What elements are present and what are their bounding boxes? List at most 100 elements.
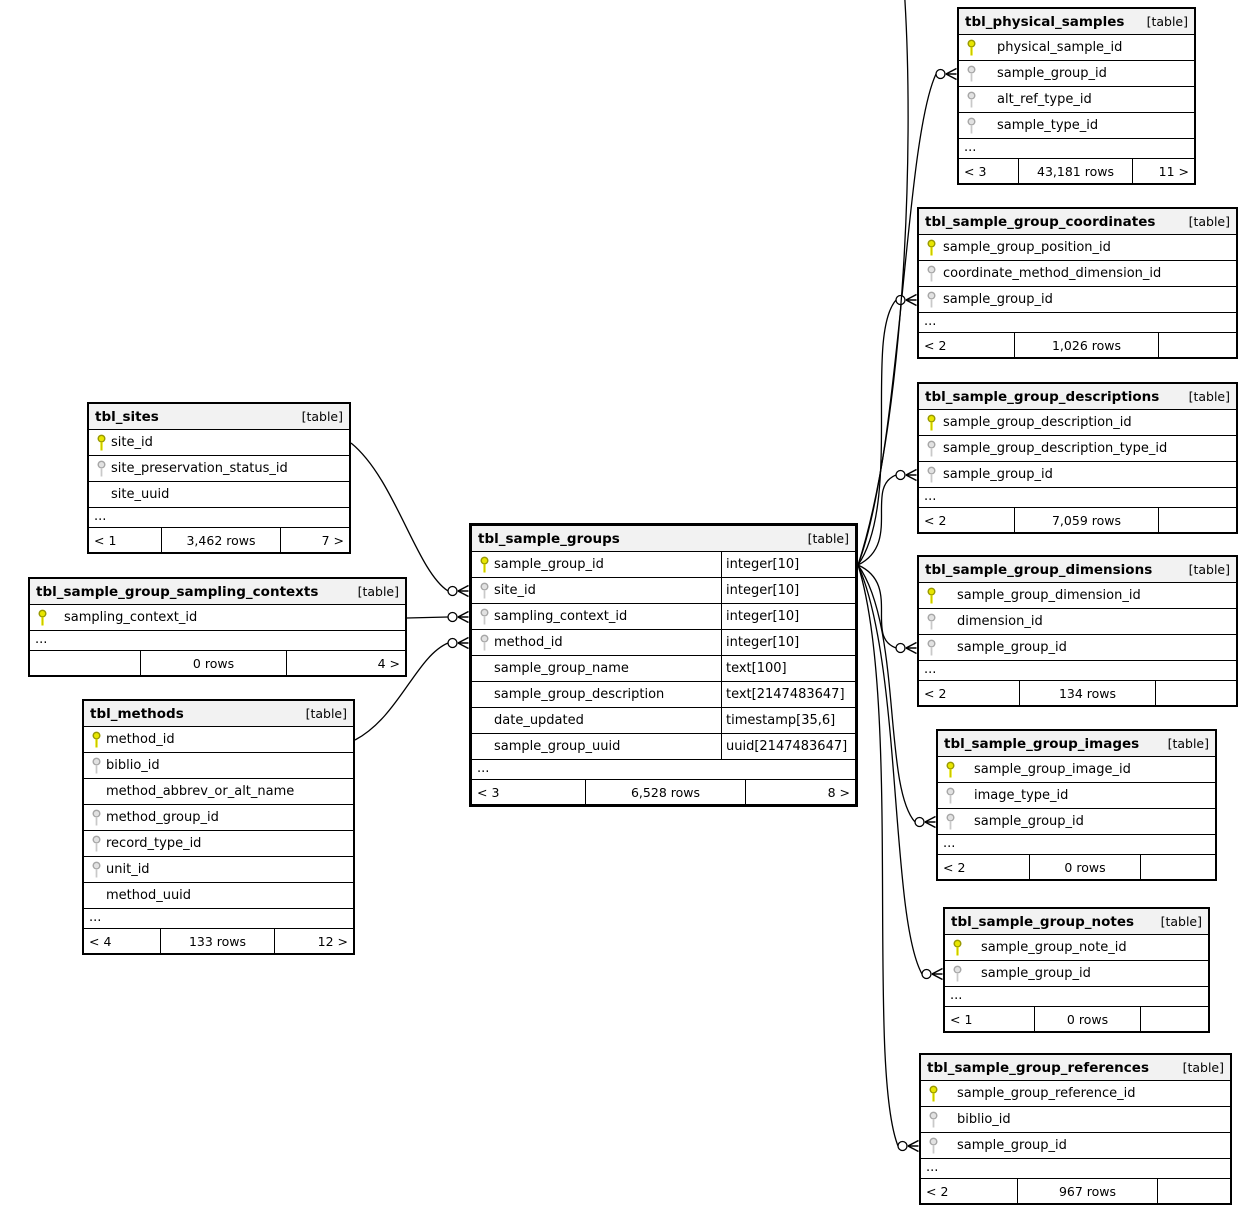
zero-or-many-circle [447, 637, 458, 649]
table-header[interactable]: tbl_sample_group_notes [table] [945, 909, 1208, 935]
column-row: physical_sample_id [959, 35, 1194, 61]
column-name: sample_group_id [957, 1138, 1067, 1153]
column-row: sampling_context_id [30, 605, 405, 631]
footer-parent-count [30, 651, 140, 675]
more-columns-ellipsis: ... [938, 835, 1215, 855]
table-tag: [table] [1182, 1060, 1224, 1075]
table-tag: [table] [807, 531, 849, 546]
column-type: integer[10] [721, 604, 855, 629]
foreign-key-icon [959, 91, 997, 109]
more-columns-ellipsis: ... [472, 760, 855, 780]
table-tag: [table] [1160, 914, 1202, 929]
column-name: method_uuid [106, 888, 192, 903]
primary-key-icon [919, 414, 943, 432]
column-name: site_id [111, 435, 153, 450]
table-tbl_physical_samples[interactable]: tbl_physical_samples[table]physical_samp… [957, 7, 1196, 185]
foreign-key-icon [89, 460, 111, 478]
table-header[interactable]: tbl_physical_samples[table] [959, 9, 1194, 35]
column-row: site_id [89, 430, 349, 456]
column-name: sample_group_position_id [943, 240, 1111, 255]
table-tbl_sample_group_dimensions[interactable]: tbl_sample_group_dimensions[table]sample… [917, 555, 1238, 707]
column-row: sample_group_id [919, 635, 1236, 661]
table-tbl_sample_group_notes[interactable]: tbl_sample_group_notes [table] sample_grou… [943, 907, 1210, 1033]
crow-foot-arrow [931, 973, 943, 981]
footer-parent-count: < 2 [924, 337, 947, 353]
zero-or-many-circle [447, 611, 458, 623]
column-row: method_uuid [84, 883, 353, 909]
crow-foot-arrow [905, 468, 917, 476]
primary-key-icon [89, 434, 111, 452]
table-header[interactable]: tbl_sample_group_dimensions[table] [919, 557, 1236, 583]
table-tbl_sample_group_coordinates[interactable]: tbl_sample_group_coordinates[table]sampl… [917, 207, 1238, 359]
table-title: tbl_sample_group_sampling_contexts [36, 583, 319, 600]
table-title: tbl_sites [95, 408, 159, 425]
footer-child-count: 4 > [286, 651, 405, 675]
table-tbl_sample_group_references[interactable]: tbl_sample_group_references[table]sample… [919, 1053, 1232, 1205]
footer-row-count: 1,026 rows [1014, 333, 1158, 357]
footer-parent-count: < 3 [477, 784, 500, 800]
column-row: sample_group_id [919, 287, 1236, 313]
zero-or-many-circle [914, 816, 925, 828]
crow-foot-arrow [457, 610, 469, 618]
footer-child-count: 7 > [280, 528, 349, 552]
foreign-key-icon [472, 634, 494, 652]
primary-key-icon [945, 939, 981, 957]
primary-key-icon [472, 556, 494, 574]
primary-key-icon [30, 609, 64, 627]
more-columns-ellipsis: ... [89, 508, 349, 528]
column-type: integer[10] [721, 578, 855, 603]
table-header[interactable]: tbl_sample_groups[table] [472, 526, 855, 552]
crow-foot-arrow [945, 67, 957, 75]
footer-child-count [1155, 681, 1236, 705]
foreign-key-icon [84, 835, 106, 853]
crow-foot-arrow [457, 584, 469, 592]
column-row: unit_id [84, 857, 353, 883]
column-name: sample_group_note_id [981, 940, 1127, 955]
primary-key-icon [921, 1085, 957, 1103]
relationship-edge [857, 299, 897, 566]
column-row: record_type_id [84, 831, 353, 857]
table-header[interactable]: tbl_sample_group_coordinates[table] [919, 209, 1236, 235]
foreign-key-icon [919, 291, 943, 309]
footer-child-count: 12 > [274, 929, 353, 953]
more-columns-ellipsis: ... [919, 661, 1236, 681]
more-columns-ellipsis: ... [959, 139, 1194, 159]
table-header[interactable]: tbl_sample_group_sampling_contexts [table… [30, 579, 405, 605]
footer-parent-count: < 3 [964, 163, 987, 179]
crow-foot-arrow [907, 1145, 919, 1153]
footer-child-count: 8 > [745, 780, 855, 804]
table-title: tbl_sample_group_notes [951, 913, 1135, 930]
table-header[interactable]: tbl_sample_group_images[table] [938, 731, 1215, 757]
relationship-edge [354, 642, 449, 741]
table-header[interactable]: tbl_sites[table] [89, 404, 349, 430]
column-row: image_type_id [938, 783, 1215, 809]
column-name: method_abbrev_or_alt_name [106, 784, 295, 799]
table-tag: [table] [1146, 14, 1188, 29]
table-tag: [table] [357, 584, 399, 599]
crow-foot-arrow [924, 821, 936, 829]
footer-row-count: 6,528 rows [585, 780, 745, 804]
table-tbl_sample_group_images[interactable]: tbl_sample_group_images[table]sample_gro… [936, 729, 1217, 881]
table-tbl_sample_group_descriptions[interactable]: tbl_sample_group_descriptions[table]samp… [917, 382, 1238, 534]
table-header[interactable]: tbl_sample_group_descriptions[table] [919, 384, 1236, 410]
crow-foot-arrow [905, 299, 917, 307]
crow-foot-arrow [457, 642, 469, 650]
table-title: tbl_sample_group_coordinates [925, 213, 1156, 230]
table-header[interactable]: tbl_sample_group_references[table] [921, 1055, 1230, 1081]
relationship-edge [857, 564, 923, 975]
column-row: method_id [84, 727, 353, 753]
column-row: sample_group_description_id [919, 410, 1236, 436]
column-row: sample_group_reference_id [921, 1081, 1230, 1107]
column-row: site_uuid [89, 482, 349, 508]
table-header[interactable]: tbl_methods[table] [84, 701, 353, 727]
table-tbl_sample_group_sampling_contexts[interactable]: tbl_sample_group_sampling_contexts [table… [28, 577, 407, 677]
